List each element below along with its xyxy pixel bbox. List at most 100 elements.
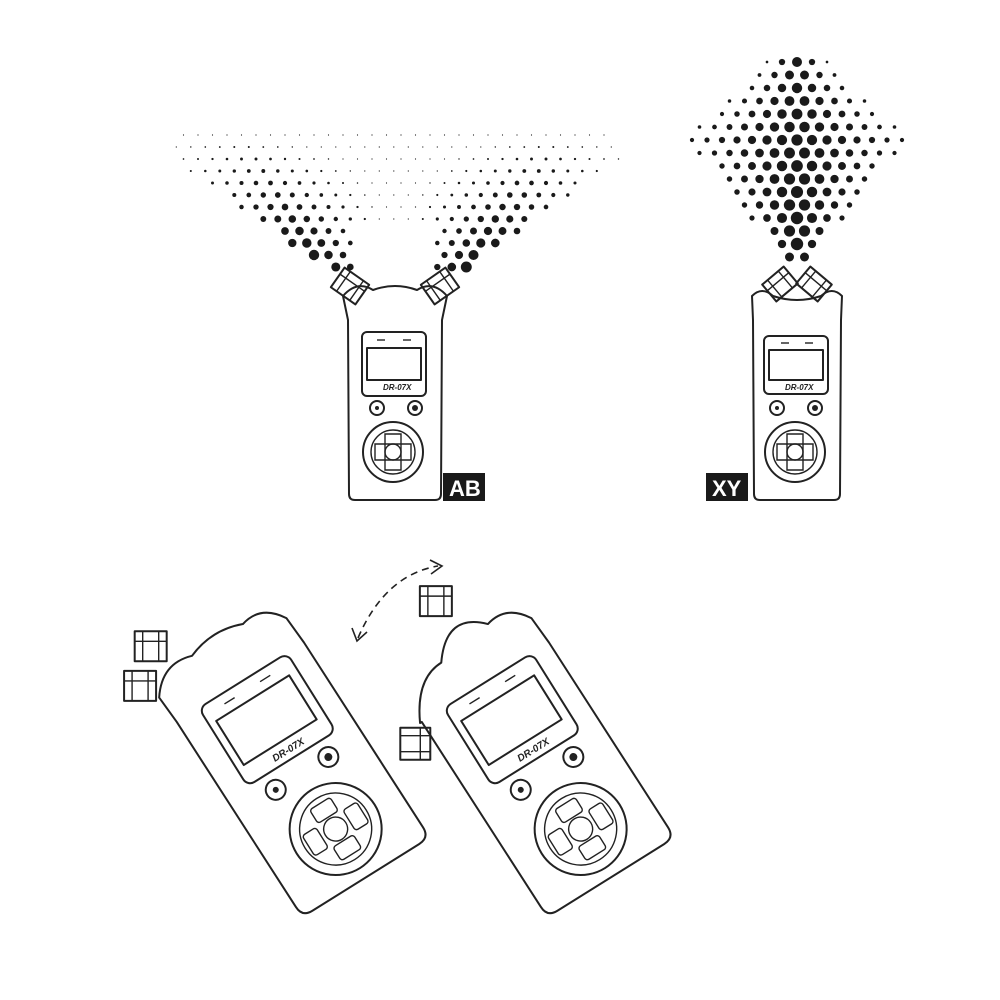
xy-mode-label: XY: [712, 476, 742, 501]
ab-model-label: DR-07X: [383, 383, 412, 392]
xy-model-label: DR-07X: [785, 383, 814, 392]
pattern-dot: [778, 58, 786, 66]
pattern-dot: [298, 157, 301, 161]
pattern-dot: [303, 215, 311, 223]
pattern-dot: [468, 249, 479, 261]
pattern-dot: [747, 135, 757, 145]
pattern-dot: [733, 136, 741, 144]
pattern-dot: [832, 73, 837, 77]
pattern-dot: [472, 158, 475, 160]
pattern-dot: [783, 173, 796, 185]
pattern-dot: [853, 136, 861, 144]
pattern-dot: [486, 157, 490, 161]
pattern-dot: [756, 97, 763, 105]
pattern-dot: [825, 60, 829, 64]
pattern-dot: [522, 169, 527, 173]
pattern-dot: [771, 71, 778, 79]
pattern-dot: [487, 134, 489, 136]
pattern-dot: [544, 157, 548, 161]
pattern-dot: [320, 169, 323, 173]
pattern-dot: [536, 192, 542, 198]
pattern-dot: [513, 203, 521, 211]
pattern-dot: [876, 150, 883, 156]
pattern-dot: [296, 204, 303, 210]
pattern-dot: [225, 181, 229, 185]
pattern-dot: [790, 237, 804, 251]
pattern-dot: [573, 181, 577, 185]
pattern-dot: [436, 193, 439, 197]
pattern-dot: [284, 134, 286, 136]
pattern-dot: [347, 240, 353, 246]
pattern-dot: [274, 215, 282, 223]
pattern-dot: [471, 204, 476, 210]
pattern-dot: [507, 192, 513, 198]
pattern-dot: [543, 180, 549, 186]
pattern-dot: [845, 123, 854, 131]
pattern-dot: [748, 188, 756, 196]
pattern-dot: [356, 182, 359, 184]
pattern-dot: [346, 263, 354, 271]
pattern-dot: [798, 173, 811, 185]
pattern-dot: [281, 227, 289, 235]
pattern-dot: [414, 134, 417, 136]
pattern-dot: [255, 134, 257, 136]
pattern-dot: [288, 238, 297, 248]
pattern-dot: [807, 109, 817, 119]
xy-screen-bezel: [763, 335, 829, 395]
pattern-dot: [334, 170, 337, 172]
pattern-dot: [581, 169, 584, 173]
pattern-dot: [551, 169, 556, 173]
xy-right-button: [807, 400, 823, 416]
pattern-dot: [777, 239, 787, 249]
pattern-dot: [815, 227, 824, 235]
pattern-dot: [306, 146, 308, 148]
pattern-dot: [838, 188, 846, 196]
pattern-dot: [830, 174, 839, 184]
pattern-dot: [573, 157, 577, 161]
pattern-dot: [501, 134, 504, 136]
pattern-dot: [521, 215, 528, 223]
pattern-dot: [451, 146, 453, 148]
ab-mode-tag: AB: [443, 473, 485, 501]
pattern-dot: [770, 227, 779, 235]
pattern-dot: [464, 193, 469, 197]
pattern-dot: [246, 192, 252, 198]
ab-mode-label: AB: [449, 476, 481, 501]
pattern-dot: [422, 146, 424, 148]
pattern-dot: [327, 134, 330, 136]
pattern-dot: [697, 150, 702, 156]
pattern-dot: [727, 99, 732, 103]
pattern-dot: [493, 169, 497, 173]
pattern-dot: [458, 134, 460, 136]
pattern-dot: [799, 96, 810, 106]
pattern-dot: [697, 125, 702, 129]
pattern-dot: [449, 216, 454, 222]
pattern-dot: [385, 134, 388, 136]
pattern-dot: [806, 134, 818, 146]
pattern-dot: [769, 148, 780, 158]
tilt-left-button: [264, 778, 287, 801]
pattern-dot: [288, 215, 297, 223]
tilt-screen: [215, 674, 318, 767]
pattern-dot: [784, 96, 795, 106]
pattern-dot: [342, 134, 344, 136]
pattern-dot: [892, 150, 897, 156]
pattern-dot: [791, 108, 803, 120]
pattern-dot: [269, 134, 272, 136]
pattern-dot: [769, 174, 780, 184]
pattern-dot: [762, 109, 772, 119]
pattern-dot: [777, 83, 787, 93]
pattern-dot: [603, 134, 605, 136]
pattern-dot: [443, 182, 446, 184]
pattern-dot: [422, 170, 424, 172]
pattern-dot: [749, 85, 755, 91]
pattern-dot: [371, 182, 373, 184]
pattern-dot: [290, 169, 294, 173]
pattern-dot: [741, 175, 748, 183]
pattern-dot: [310, 227, 318, 235]
tilt-screen-bezel: [200, 655, 334, 785]
pattern-dot: [254, 157, 258, 161]
rotate-side-mic-icon: [399, 726, 432, 761]
ab-screen: [366, 347, 422, 381]
